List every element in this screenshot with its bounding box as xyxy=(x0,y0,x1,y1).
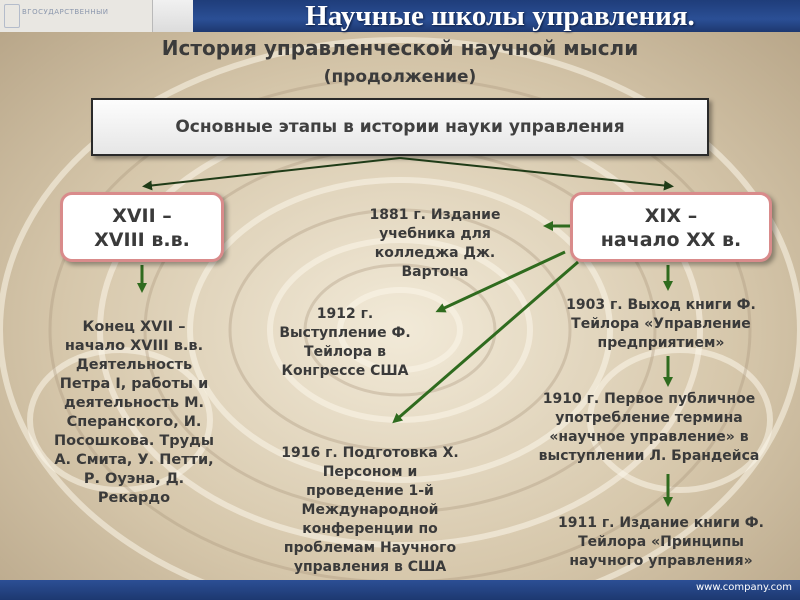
event-1903: 1903 г. Выход книги Ф. Тейлора «Управлен… xyxy=(566,297,756,351)
emblem-icon xyxy=(4,4,20,28)
logo-separator xyxy=(152,0,193,32)
arrow-to-1912 xyxy=(435,250,566,313)
event-1881: 1881 г. Издание учебника для колледжа Дж… xyxy=(369,207,501,280)
arrow-to-1916 xyxy=(392,260,579,424)
arrow-to-left-era xyxy=(142,157,401,191)
era-right-line1: XIX – xyxy=(644,205,698,227)
footer-bar xyxy=(0,580,800,600)
stages-box: Основные этапы в истории науки управлени… xyxy=(91,98,709,156)
main-heading: История управленческой научной мысли xyxy=(161,36,639,60)
era-box-xvii-xviii: XVII – XVIII в.в. xyxy=(60,192,224,262)
event-1912: 1912 г. Выступление Ф. Тейлора в Конгрес… xyxy=(279,306,411,379)
event-1911: 1911 г. Издание книги Ф. Тейлора «Принци… xyxy=(558,515,764,569)
event-1916: 1916 г. Подготовка Х. Персоном и проведе… xyxy=(281,445,459,575)
sub-heading: (продолжение) xyxy=(323,67,477,87)
era-left-line2: XVIII в.в. xyxy=(94,229,190,251)
era-left-line1: XVII – xyxy=(112,205,172,227)
stages-label: Основные этапы в истории науки управлени… xyxy=(175,117,625,137)
logo-text: ВГОСУДАРСТВЕННЫЙ xyxy=(22,8,109,16)
slide-title: Научные школы управления. xyxy=(305,0,695,32)
event-1910: 1910 г. Первое публичное употребление те… xyxy=(538,391,760,464)
footer-url: www.company.com xyxy=(696,582,792,593)
logo: ВГОСУДАРСТВЕННЫЙ xyxy=(0,0,152,32)
left-era-description: Конец XVII – начало XVIII в.в. Деятельно… xyxy=(54,319,214,506)
era-box-xix-xx: XIX – начало XX в. xyxy=(570,192,772,262)
arrow-to-right-era xyxy=(399,157,674,191)
era-right-line2: начало XX в. xyxy=(600,229,742,251)
